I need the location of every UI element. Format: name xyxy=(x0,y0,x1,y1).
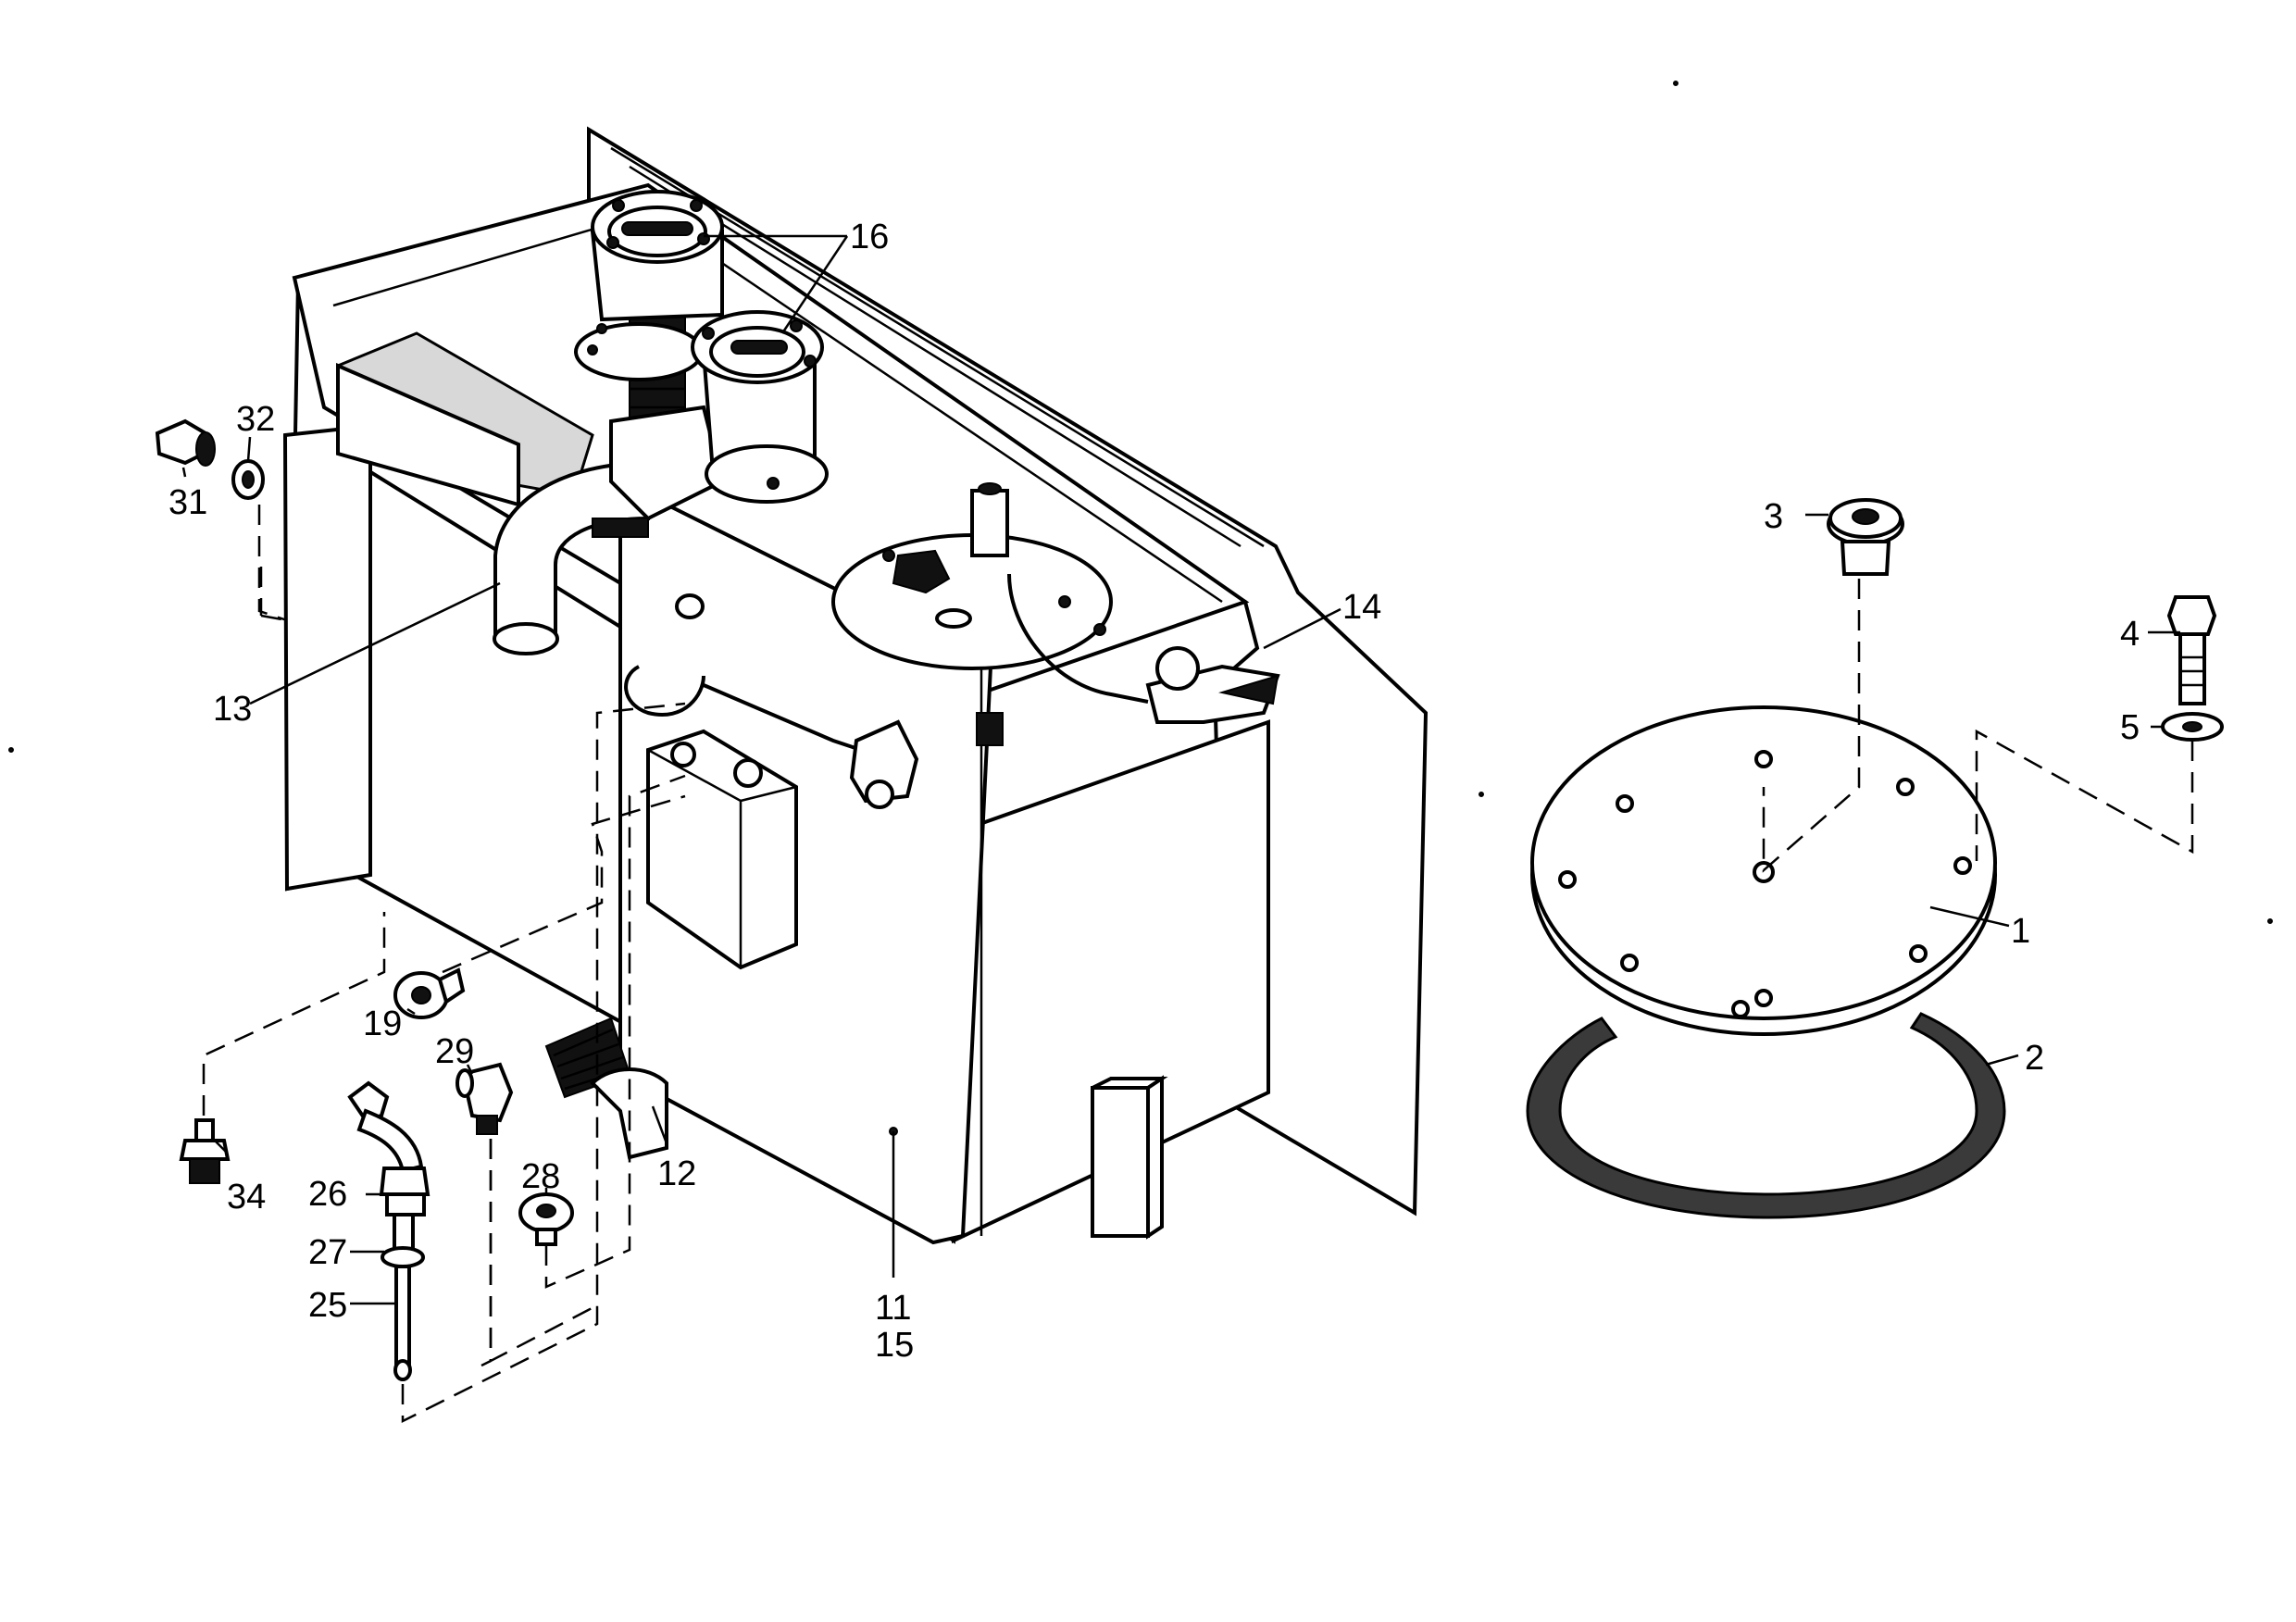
label-2: 2 xyxy=(2025,1039,2044,1078)
hydraulic-tank-icon xyxy=(282,126,1429,1245)
breather-plug-icon xyxy=(1827,498,1904,576)
label-31: 31 xyxy=(168,483,207,522)
cover-plate-icon xyxy=(1530,705,1997,1036)
label-29: 29 xyxy=(435,1032,474,1071)
label-15: 15 xyxy=(875,1326,914,1365)
label-27: 27 xyxy=(308,1233,347,1272)
label-25: 25 xyxy=(308,1286,347,1325)
label-34: 34 xyxy=(227,1178,266,1216)
label-16: 16 xyxy=(850,218,889,256)
label-26: 26 xyxy=(308,1175,347,1214)
bolt-icon xyxy=(2166,595,2217,705)
label-3: 3 xyxy=(1764,497,1783,536)
dipstick-assembly-icon xyxy=(347,1080,430,1381)
angle-fitting-icon xyxy=(455,1062,514,1135)
drain-plug-icon xyxy=(393,967,466,1019)
label-5: 5 xyxy=(2120,708,2140,747)
label-4: 4 xyxy=(2120,615,2140,654)
plug-icon xyxy=(518,1192,574,1246)
label-12: 12 xyxy=(657,1154,696,1193)
filter-housing-icon xyxy=(574,190,829,504)
label-14: 14 xyxy=(1342,588,1381,627)
gasket-ring-icon xyxy=(1526,1012,2006,1219)
label-28: 28 xyxy=(521,1157,560,1196)
label-1: 1 xyxy=(2011,912,2030,951)
label-11: 11 xyxy=(875,1289,911,1328)
label-13: 13 xyxy=(213,690,252,729)
screw-plug-icon xyxy=(155,418,216,467)
label-32: 32 xyxy=(236,400,275,439)
label-19: 19 xyxy=(363,1004,402,1043)
fitting-icon xyxy=(179,1118,231,1184)
